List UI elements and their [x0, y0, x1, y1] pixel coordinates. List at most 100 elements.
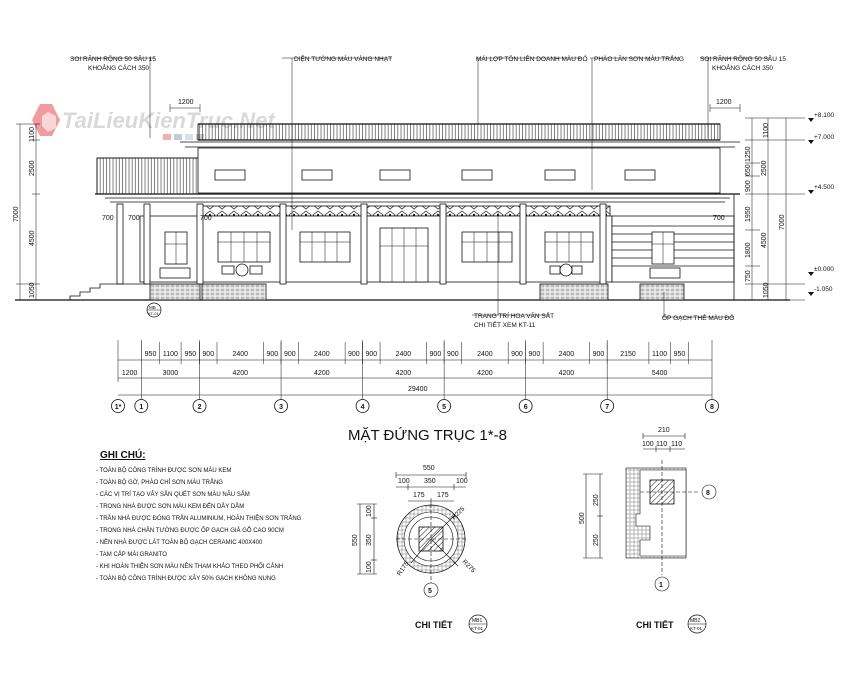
axis-bubble — [600, 399, 615, 413]
dim-row1-label: 1100 — [652, 351, 667, 358]
axis-label: 8 — [710, 404, 714, 411]
axis-bubble — [705, 399, 719, 413]
label-soi-left-2: KHOẢNG CÁCH 350 — [88, 63, 149, 72]
dim-700-a: 700 — [102, 215, 114, 222]
svg-text:KT-01: KT-01 — [471, 626, 484, 631]
dim-row1-ticks — [141, 342, 689, 364]
svg-text:KT-01: KT-01 — [148, 311, 159, 316]
dim-row1-label: 900 — [511, 351, 523, 358]
detail1-axis: 5 — [428, 588, 432, 595]
detail-2 — [583, 433, 717, 592]
dim-row2-label: 4200 — [559, 370, 575, 377]
detail1-caption: CHI TIẾT — [415, 620, 453, 630]
top-dim-right: 1200 — [716, 99, 732, 106]
dim-row1-label: 2400 — [314, 351, 330, 358]
callouts — [72, 57, 770, 318]
level-5: -1.050 — [814, 286, 833, 293]
note-item: - TRẦN NHÀ ĐƯỢC ĐÓNG TRẦN ALUMINIUM, HOÀ… — [96, 514, 302, 522]
dim-total: 29400 — [408, 386, 428, 393]
dim-row1-label: 900 — [430, 351, 442, 358]
detail1-left-2: 350 — [366, 534, 373, 546]
dim-700-d: 700 — [200, 215, 212, 222]
dim-row2-label: 4200 — [233, 370, 249, 377]
axis-bubble — [111, 399, 125, 413]
level-1: +8.100 — [814, 112, 834, 119]
dim-700-c: 700 — [713, 215, 725, 222]
label-mai-lop: MÁI LỢP TÔN LIÊN DOANH MÀU ĐỎ — [476, 54, 588, 63]
dim-row1-label: 2400 — [477, 351, 493, 358]
axis-bubble — [518, 399, 533, 413]
label-soi-right-1: SOI RÃNH RỘNG 50 SÂU 15 — [700, 54, 786, 63]
callout-mb: MB KT-01 — [146, 302, 162, 318]
level-3: +4.500 — [814, 184, 834, 191]
dim-row1-label: 950 — [184, 351, 196, 358]
detail2-caption: CHI TIẾT — [636, 620, 674, 630]
detail1-row-2: 350 — [424, 478, 436, 485]
axis-label: 6 — [524, 404, 528, 411]
note-item: - TOÀN BỘ GỜ, PHÀO CHỈ SƠN MÀU TRẮNG — [96, 478, 223, 486]
dim-row2-ticks — [117, 340, 713, 400]
axis-bubble — [134, 399, 149, 413]
left-dim-lines — [16, 123, 40, 301]
right-dim-5: 1950 — [745, 206, 752, 222]
detail1-ref: MB1 KT-01 — [468, 614, 488, 634]
dim-row1-label: 2400 — [396, 351, 412, 358]
detail2-row-2: 110 — [656, 441, 667, 448]
right-dim-lines — [745, 117, 805, 301]
right-dim-8: 1050 — [763, 282, 770, 298]
dim-row1-label: 900 — [529, 351, 541, 358]
left-dim-3: 4500 — [29, 230, 36, 246]
dim-row2-label: 4200 — [396, 370, 412, 377]
top-dim-left: 1200 — [178, 99, 194, 106]
right-dim-4: 900 — [745, 180, 752, 192]
left-dim-4: 1050 — [29, 282, 36, 298]
dim-row1-label: 900 — [365, 351, 377, 358]
detail1-top: 550 — [423, 465, 435, 472]
right-sub-1: 2500 — [761, 160, 768, 176]
drawing-title: MẶT ĐỨNG TRỤC 1*-8 — [348, 427, 507, 444]
axis-label: 5 — [442, 404, 446, 411]
axis-label: 4 — [361, 404, 365, 411]
dim-row1-label: 1100 — [163, 351, 178, 358]
dim-row1-label: 900 — [284, 351, 296, 358]
detail-1 — [357, 472, 467, 598]
right-dim-7: 750 — [745, 270, 752, 282]
svg-text:MB2: MB2 — [690, 618, 701, 624]
note-item: - TRONG NHÀ CHÂN TƯỜNG ĐƯỢC ỐP GẠCH GIẢ … — [96, 527, 284, 534]
svg-text:KT-01: KT-01 — [690, 626, 703, 631]
detail2-top: 210 — [658, 427, 670, 434]
level-4: ±0.000 — [814, 266, 834, 273]
detail1-row2-2: 175 — [437, 492, 449, 499]
dim-row2-label: 4200 — [477, 370, 493, 377]
detail2-left-2: 250 — [593, 534, 600, 546]
top-dim-lines — [169, 104, 741, 112]
dim-row1-label: 950 — [674, 351, 686, 358]
label-phao-lan: PHÀO LĂN SƠN MÀU TRẮNG — [594, 54, 684, 63]
note-item: - TOÀN BỘ CÔNG TRÌNH ĐƯỢC SƠN MÀU KEM — [96, 467, 231, 474]
detail2-left-1: 250 — [593, 494, 600, 506]
detail1-left-3: 100 — [366, 561, 373, 573]
notes-list: - TOÀN BỘ CÔNG TRÌNH ĐƯỢC SƠN MÀU KEM - T… — [96, 467, 302, 582]
axis-label: 3 — [279, 404, 283, 411]
detail2-axis-right: 8 — [706, 490, 710, 497]
dim-700-b: 700 — [128, 215, 140, 222]
right-dim-1: 1100 — [763, 123, 770, 138]
svg-text:MB1: MB1 — [472, 618, 483, 624]
right-dim-2: 1250 — [745, 146, 752, 162]
note-item: - TOÀN BỘ CÔNG TRÌNH ĐƯỢC XÂY 50% GẠCH K… — [96, 575, 276, 582]
right-dim-3: 650 — [745, 164, 752, 176]
left-dim-1: 1100 — [29, 127, 36, 142]
svg-text:MB: MB — [149, 305, 156, 310]
detail1-row-1: 100 — [398, 478, 410, 485]
level-2: +7.000 — [814, 134, 834, 141]
detail2-axis-bottom: 1 — [659, 582, 663, 589]
detail1-row2-1: 175 — [413, 492, 425, 499]
detail1-row-3: 100 — [456, 478, 468, 485]
dim-row2-label: 4200 — [314, 370, 330, 377]
dim-row1-label: 2150 — [620, 351, 636, 358]
notes-header: GHI CHÚ: — [100, 448, 146, 461]
dim-row2-label: 1200 — [122, 370, 138, 377]
detail1-left-total: 550 — [352, 534, 359, 546]
dim-row1-label: 2400 — [559, 351, 575, 358]
